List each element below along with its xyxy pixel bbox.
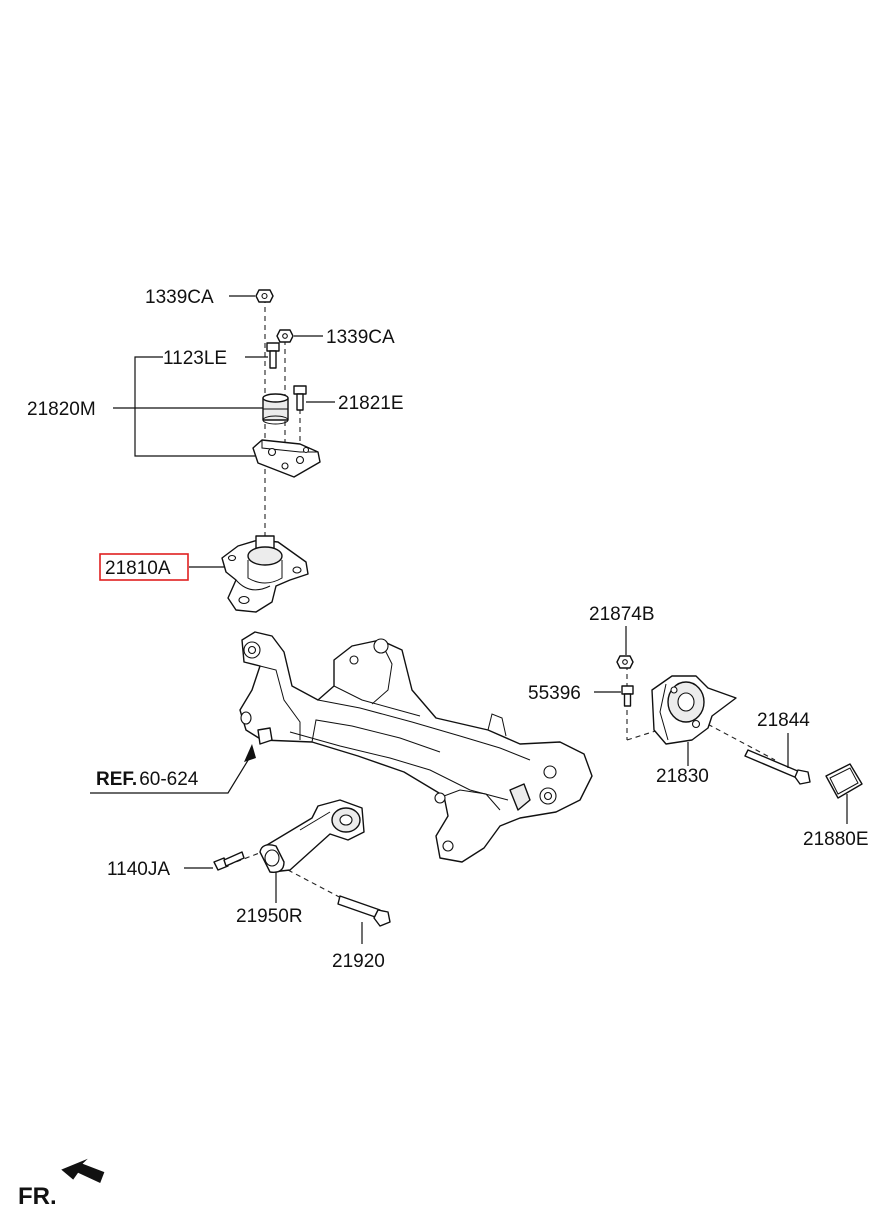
engine-mount-21810a-icon [221,535,309,613]
nut-1339ca-top-icon [255,289,274,303]
nut-1339ca-right-icon [276,329,294,343]
bolt-21920-icon [337,895,391,927]
reference-label[interactable]: REF.60-624 [96,769,199,790]
label-21874b[interactable]: 21874B [589,604,655,625]
bolt-21821e-icon [293,385,307,411]
label-1339ca-right[interactable]: 1339CA [326,327,395,348]
label-55396[interactable]: 55396 [528,683,581,704]
reference-code: 60-624 [139,769,199,790]
label-21821e[interactable]: 21821E [338,393,404,414]
label-21880e[interactable]: 21880E [803,829,869,850]
label-21844[interactable]: 21844 [757,710,810,731]
bracket-plate-icon [252,439,321,478]
label-21920[interactable]: 21920 [332,951,385,972]
label-1140ja[interactable]: 1140JA [107,859,170,880]
label-1123le[interactable]: 1123LE [163,348,227,369]
leader-lines [90,295,848,944]
bolt-21844-icon [744,749,811,785]
bolt-55396-icon [621,685,634,707]
transmission-mount-21830-icon [651,675,737,745]
reference-prefix: REF. [96,769,137,790]
cover-21880e-icon [825,763,863,799]
highlight-box-21810a [99,553,189,581]
label-21820m[interactable]: 21820M [27,399,96,420]
bushing-21820m-icon [262,393,289,425]
label-21950r[interactable]: 21950R [236,906,303,927]
nut-21874b-icon [616,655,634,669]
roll-rod-21950r-icon [259,799,365,873]
subframe-crossmember-icon [239,631,593,863]
label-1339ca-top[interactable]: 1339CA [145,287,214,308]
bolt-1123le-icon [266,342,280,369]
front-arrow-icon [61,1158,105,1184]
bolt-1140ja-icon [213,851,245,871]
label-21810a[interactable]: 21810A [105,558,171,579]
front-label: FR. [18,1183,57,1210]
label-21830[interactable]: 21830 [656,766,709,787]
